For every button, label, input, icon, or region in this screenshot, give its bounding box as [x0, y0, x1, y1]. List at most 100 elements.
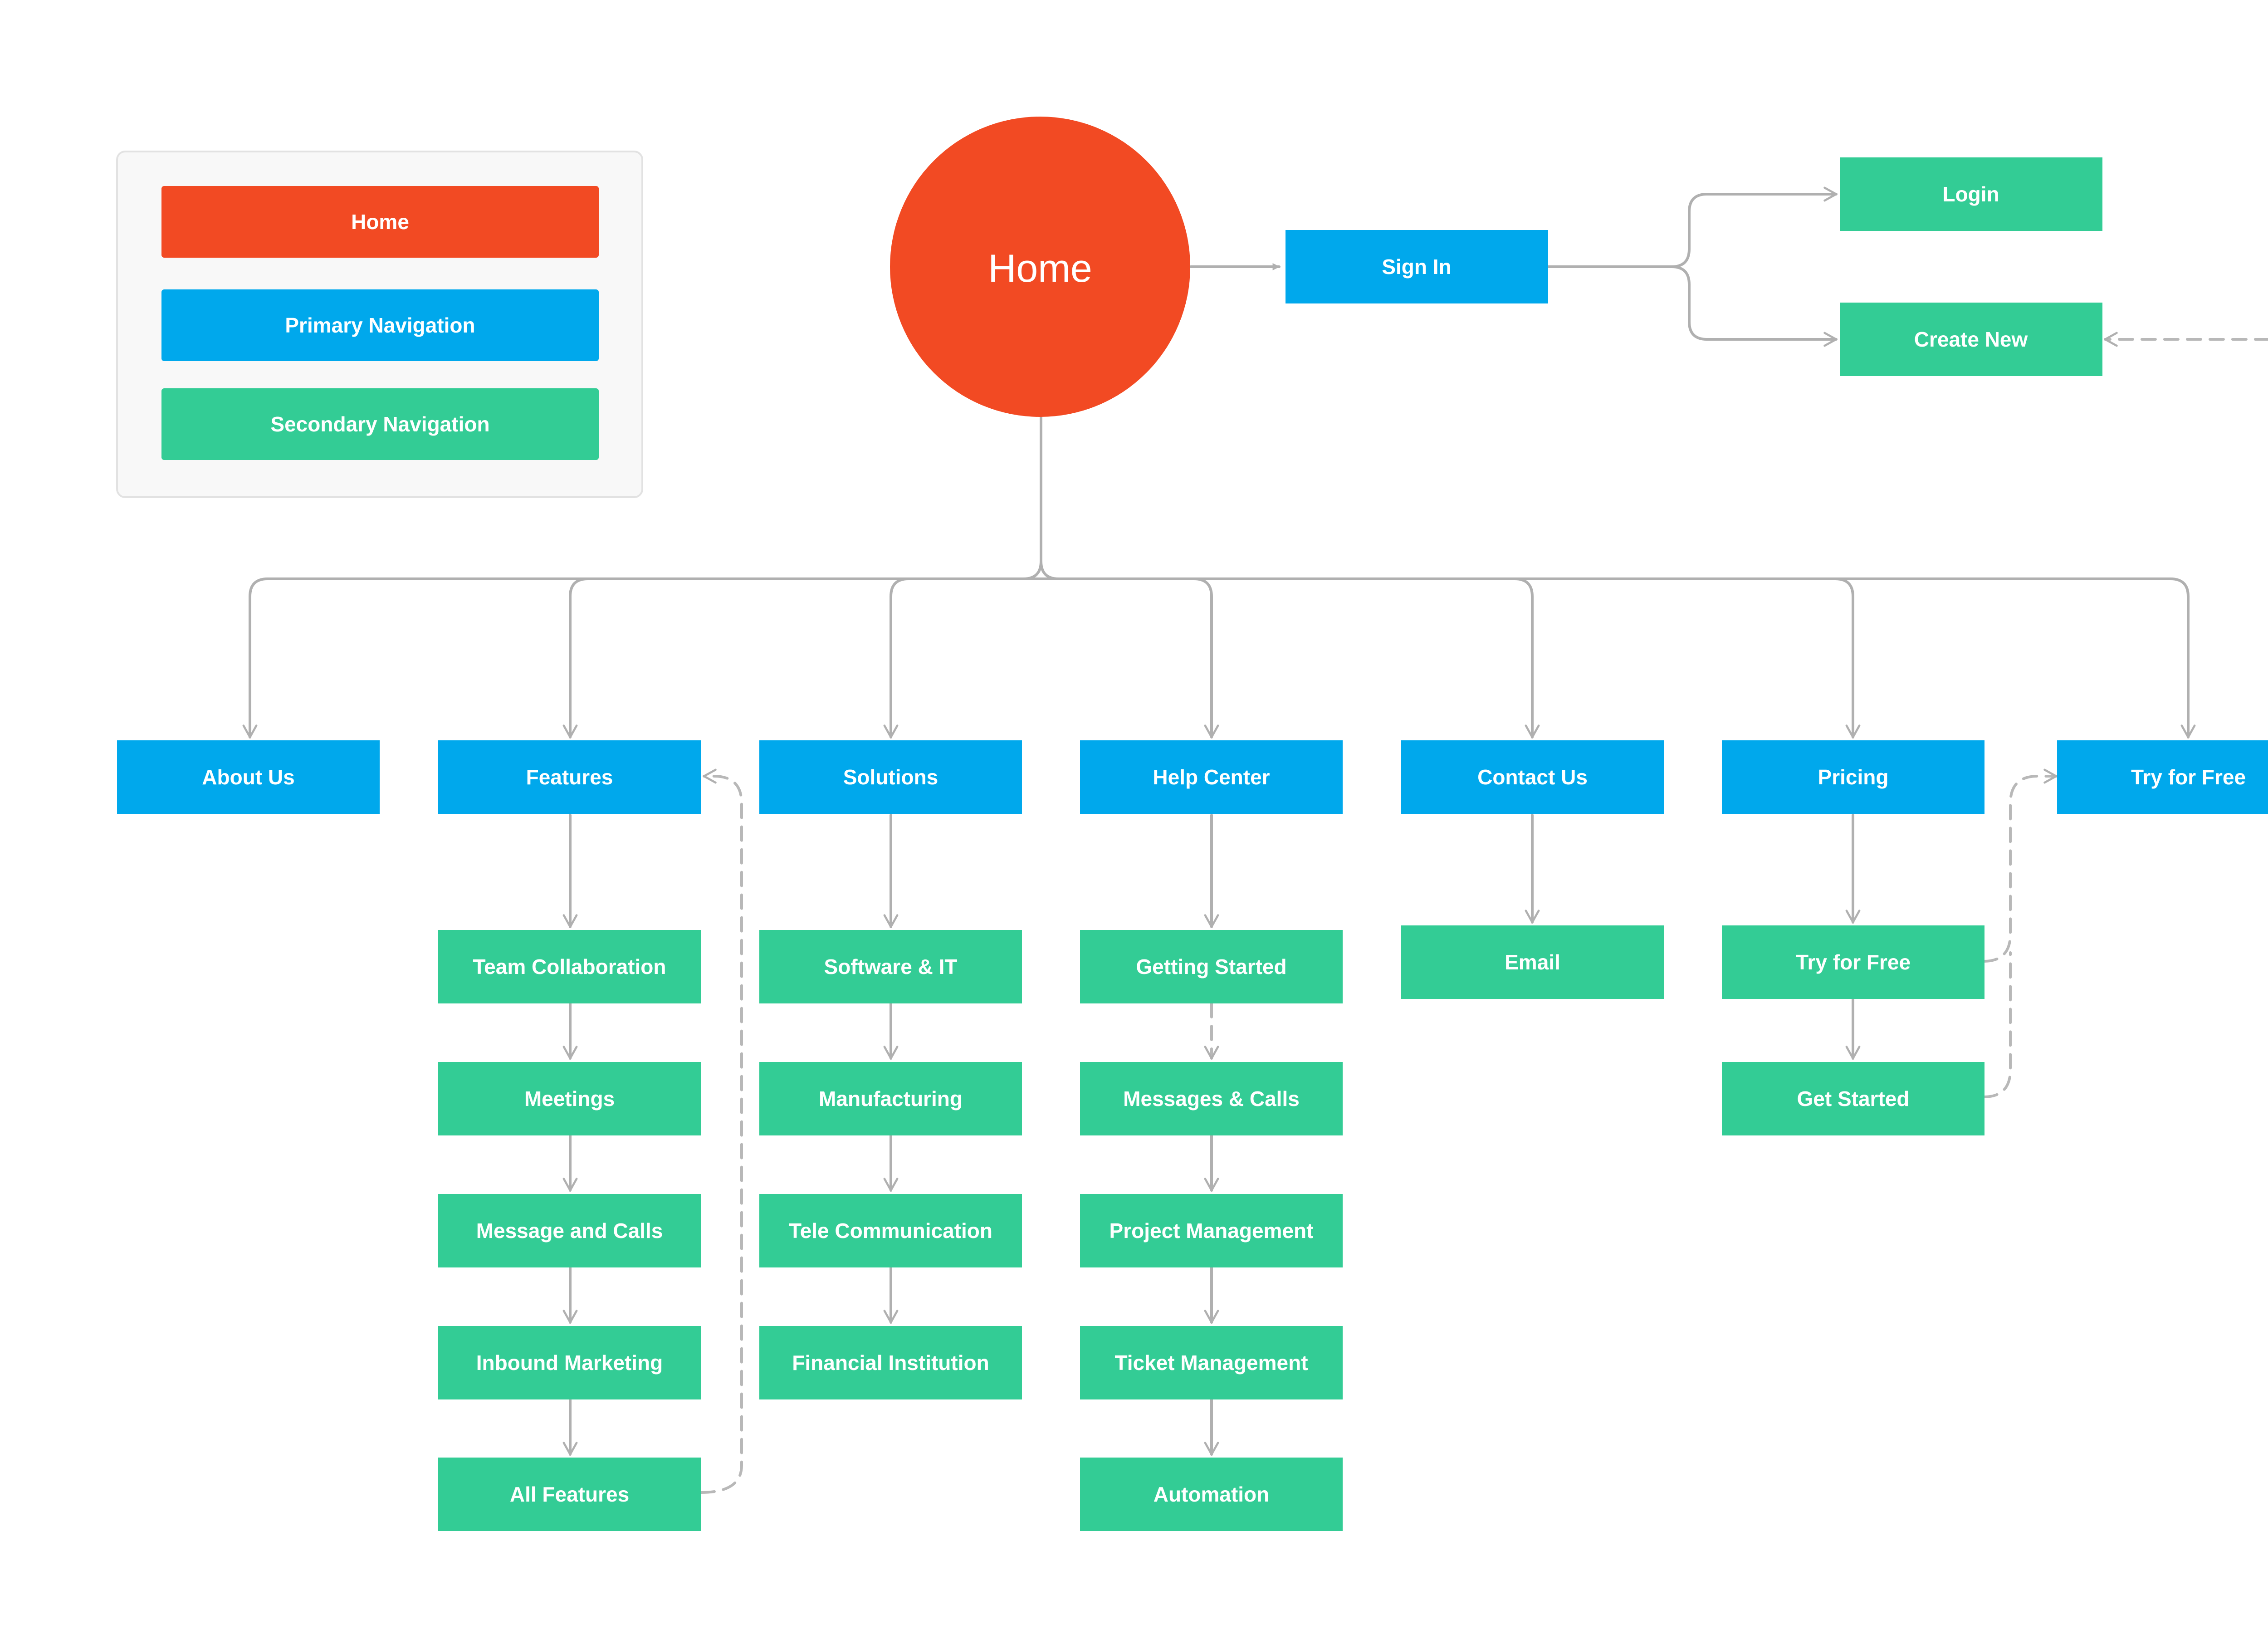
pricing-label: Pricing	[1818, 765, 1889, 789]
create-new-label: Create New	[1914, 328, 2028, 351]
node-help-center-child[interactable]: Ticket Management	[1080, 1326, 1343, 1399]
features-child-box[interactable]	[438, 930, 701, 1003]
dashed-try-for-free-to-create-new	[2104, 332, 2268, 347]
about-us-box[interactable]	[117, 740, 380, 814]
help-center-child-box[interactable]	[1080, 1194, 1343, 1267]
home-node[interactable]: Home	[890, 117, 1190, 417]
pricing-child-label: Get Started	[1797, 1087, 1910, 1111]
node-solutions-child[interactable]: Software & IT	[759, 930, 1022, 1003]
dashed-get-started-to-try-for-free	[1982, 951, 2012, 1098]
node-contact-us-child[interactable]: Email	[1401, 925, 1664, 999]
features-child-box[interactable]	[438, 1326, 701, 1399]
solutions-child-box[interactable]	[759, 1062, 1022, 1135]
legend: Home Primary Navigation Secondary Naviga…	[116, 151, 643, 498]
features-label: Features	[526, 765, 613, 789]
help-center-child-box[interactable]	[1080, 1062, 1343, 1135]
node-features-child[interactable]: Meetings	[438, 1062, 701, 1135]
legend-swatch-home	[161, 186, 599, 258]
features-child-label: Meetings	[524, 1087, 615, 1111]
home-label: Home	[988, 247, 1092, 290]
contact-us-label: Contact Us	[1477, 765, 1588, 789]
node-pricing[interactable]: Pricing	[1722, 740, 1984, 814]
help-center-child-label: Ticket Management	[1114, 1351, 1308, 1375]
solutions-child-box[interactable]	[759, 1194, 1022, 1267]
pricing-child-box[interactable]	[1722, 925, 1984, 999]
node-login[interactable]: Login	[1840, 157, 2102, 231]
features-box[interactable]	[438, 740, 701, 814]
node-help-center-child[interactable]: Project Management	[1080, 1194, 1343, 1267]
solutions-label: Solutions	[843, 765, 938, 789]
sign-in-box[interactable]	[1286, 230, 1548, 303]
connector-bus-about-us	[242, 577, 269, 739]
node-contact-us[interactable]: Contact Us	[1401, 740, 1664, 814]
contact-us-child-label: Email	[1505, 950, 1560, 974]
try-for-free-box[interactable]	[2057, 740, 2268, 814]
legend-item-secondary: Secondary Navigation	[161, 388, 599, 460]
node-solutions[interactable]: Solutions	[759, 740, 1022, 814]
node-pricing-child[interactable]: Try for Free	[1722, 925, 1984, 999]
pricing-child-label: Try for Free	[1796, 950, 1911, 974]
node-sign-in[interactable]: Sign In	[1286, 230, 1548, 303]
solutions-child-label: Software & IT	[824, 955, 958, 979]
node-features-child[interactable]: All Features	[438, 1458, 701, 1531]
solutions-child-box[interactable]	[759, 930, 1022, 1003]
help-center-child-box[interactable]	[1080, 930, 1343, 1003]
help-center-child-label: Getting Started	[1136, 955, 1286, 979]
solutions-child-box[interactable]	[759, 1326, 1022, 1399]
solutions-child-label: Tele Communication	[789, 1219, 992, 1243]
features-child-label: Team Collaboration	[473, 955, 666, 979]
sign-in-label: Sign In	[1382, 255, 1451, 279]
help-center-box[interactable]	[1080, 740, 1343, 814]
legend-item-home: Home	[161, 186, 599, 258]
solutions-child-label: Manufacturing	[819, 1087, 963, 1111]
node-create-new[interactable]: Create New	[1840, 303, 2102, 376]
contact-us-child-box[interactable]	[1401, 925, 1664, 999]
contact-us-box[interactable]	[1401, 740, 1664, 814]
features-child-box[interactable]	[438, 1458, 701, 1531]
connector-signin-login	[1547, 186, 1838, 268]
node-help-center-child[interactable]: Automation	[1080, 1458, 1343, 1531]
node-features-child[interactable]: Message and Calls	[438, 1194, 701, 1267]
node-try-for-free[interactable]: Try for Free	[2057, 740, 2268, 814]
try-for-free-label: Try for Free	[2131, 765, 2246, 789]
node-solutions-child[interactable]: Tele Communication	[759, 1194, 1022, 1267]
home-circle[interactable]	[890, 117, 1190, 417]
about-us-label: About Us	[202, 765, 294, 789]
node-pricing-child[interactable]: Get Started	[1722, 1062, 1984, 1135]
legend-item-primary: Primary Navigation	[161, 289, 599, 361]
help-center-child-label: Automation	[1154, 1482, 1270, 1506]
pricing-child-box[interactable]	[1722, 1062, 1984, 1135]
connector-bus-solutions	[883, 577, 910, 739]
features-child-box[interactable]	[438, 1062, 701, 1135]
help-center-child-box[interactable]	[1080, 1326, 1343, 1399]
connector-bus-pricing	[1834, 577, 1861, 739]
node-help-center-child[interactable]: Getting Started	[1080, 930, 1343, 1003]
solutions-box[interactable]	[759, 740, 1022, 814]
node-solutions-child[interactable]: Manufacturing	[759, 1062, 1022, 1135]
node-features[interactable]: Features	[438, 740, 701, 814]
connectors	[242, 186, 2196, 1456]
legend-label-home: Home	[351, 210, 409, 234]
node-help-center-child[interactable]: Messages & Calls	[1080, 1062, 1343, 1135]
node-features-child[interactable]: Team Collaboration	[438, 930, 701, 1003]
dashed-pricing-try-to-try-for-free	[1982, 768, 2058, 963]
help-center-child-label: Messages & Calls	[1123, 1087, 1300, 1111]
legend-label-secondary: Secondary Navigation	[270, 412, 489, 436]
legend-label-primary: Primary Navigation	[285, 313, 475, 337]
login-box[interactable]	[1840, 157, 2102, 231]
node-about-us[interactable]: About Us	[117, 740, 380, 814]
connector-bus-contact-us	[1513, 577, 1540, 739]
pricing-box[interactable]	[1722, 740, 1984, 814]
node-features-child[interactable]: Inbound Marketing	[438, 1326, 701, 1399]
dashed-all-features-to-features	[699, 768, 743, 1494]
login-label: Login	[1942, 182, 1999, 206]
help-center-label: Help Center	[1153, 765, 1270, 789]
features-child-box[interactable]	[438, 1194, 701, 1267]
help-center-child-box[interactable]	[1080, 1458, 1343, 1531]
features-child-label: Inbound Marketing	[476, 1351, 663, 1375]
node-solutions-child[interactable]: Financial Institution	[759, 1326, 1022, 1399]
node-help-center[interactable]: Help Center	[1080, 740, 1343, 814]
create-new-box[interactable]	[1840, 303, 2102, 376]
